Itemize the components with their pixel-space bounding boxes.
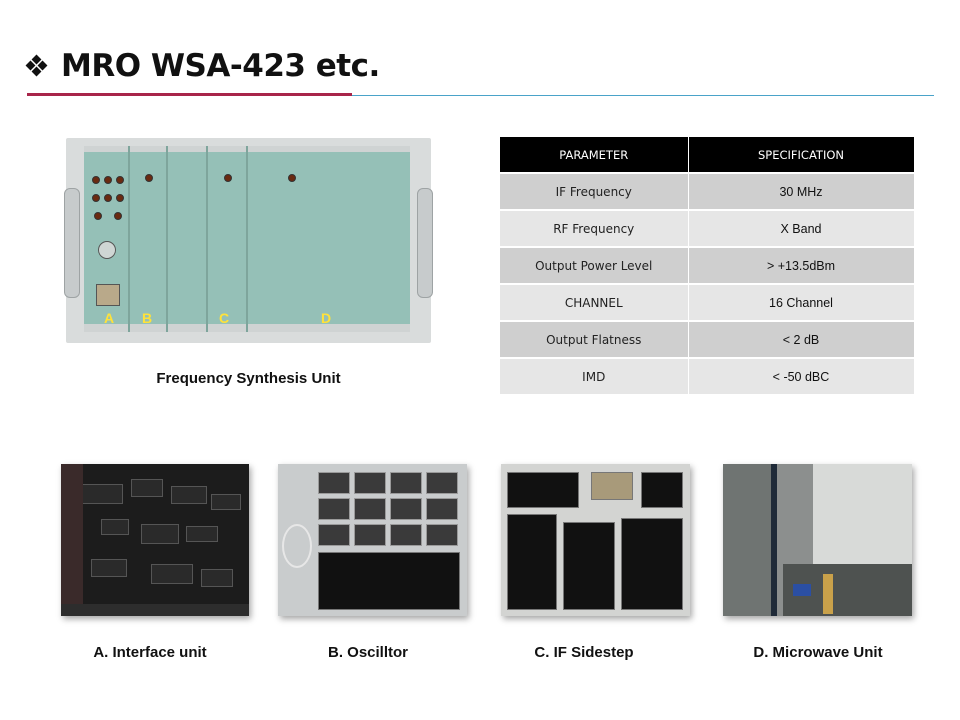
spec-cell: X Band (688, 209, 915, 247)
table-row: Output Flatness < 2 dB (500, 320, 915, 358)
frequency-synthesis-unit-photo: A B C D (64, 138, 433, 343)
table-row: RF Frequency X Band (500, 209, 915, 247)
parameter-cell: CHANNEL (500, 283, 689, 321)
parameter-cell: IMD (500, 357, 689, 394)
parameter-cell: Output Power Level (500, 246, 689, 284)
table-row: CHANNEL 16 Channel (500, 283, 915, 321)
table-row: IF Frequency 30 MHz (500, 172, 915, 210)
rack-label-a: A (104, 310, 115, 326)
oscillator-photo (278, 464, 467, 616)
module-d (248, 146, 410, 332)
interface-unit-photo (61, 464, 249, 616)
spec-cell: 30 MHz (688, 172, 915, 210)
rack-front-panel (84, 146, 410, 332)
spec-cell: < 2 dB (688, 320, 915, 358)
diamond-bullet-icon (25, 54, 48, 77)
table-row: Output Power Level > +13.5dBm (500, 246, 915, 284)
table-row: IMD < -50 dBC (500, 357, 915, 394)
caption-oscillator: B. Oscilltor (327, 644, 409, 661)
caption-if-sidestep: C. IF Sidestep (534, 644, 634, 661)
module-blank (168, 146, 208, 332)
module-a (84, 146, 130, 332)
rack-caption: Frequency Synthesis Unit (156, 370, 341, 387)
if-sidestep-photo (501, 464, 690, 616)
microwave-unit-photo (723, 464, 912, 616)
rack-label-d: D (321, 310, 332, 326)
slide-title: MRO WSA-423 etc. (25, 48, 380, 84)
title-underline-blue (352, 95, 934, 96)
title-text: MRO WSA-423 etc. (61, 48, 380, 84)
caption-microwave-unit: D. Microwave Unit (753, 644, 883, 661)
parameter-cell: Output Flatness (500, 320, 689, 358)
title-underline-red (27, 93, 352, 96)
specification-table: PARAMETER SPECIFICATION IF Frequency 30 … (500, 137, 915, 394)
parameter-cell: RF Frequency (500, 209, 689, 247)
module-c (208, 146, 248, 332)
rack-label-b: B (142, 310, 153, 326)
header-parameter: PARAMETER (500, 137, 689, 173)
spec-cell: 16 Channel (688, 283, 915, 321)
rack-label-c: C (219, 310, 230, 326)
caption-interface-unit: A. Interface unit (93, 644, 207, 661)
header-specification: SPECIFICATION (688, 137, 915, 173)
rack-handle-right (417, 188, 433, 298)
spec-cell: > +13.5dBm (688, 246, 915, 284)
table-header-row: PARAMETER SPECIFICATION (500, 137, 915, 173)
parameter-cell: IF Frequency (500, 172, 689, 210)
spec-cell: < -50 dBC (688, 357, 915, 394)
module-b (130, 146, 168, 332)
rack-handle-left (64, 188, 80, 298)
